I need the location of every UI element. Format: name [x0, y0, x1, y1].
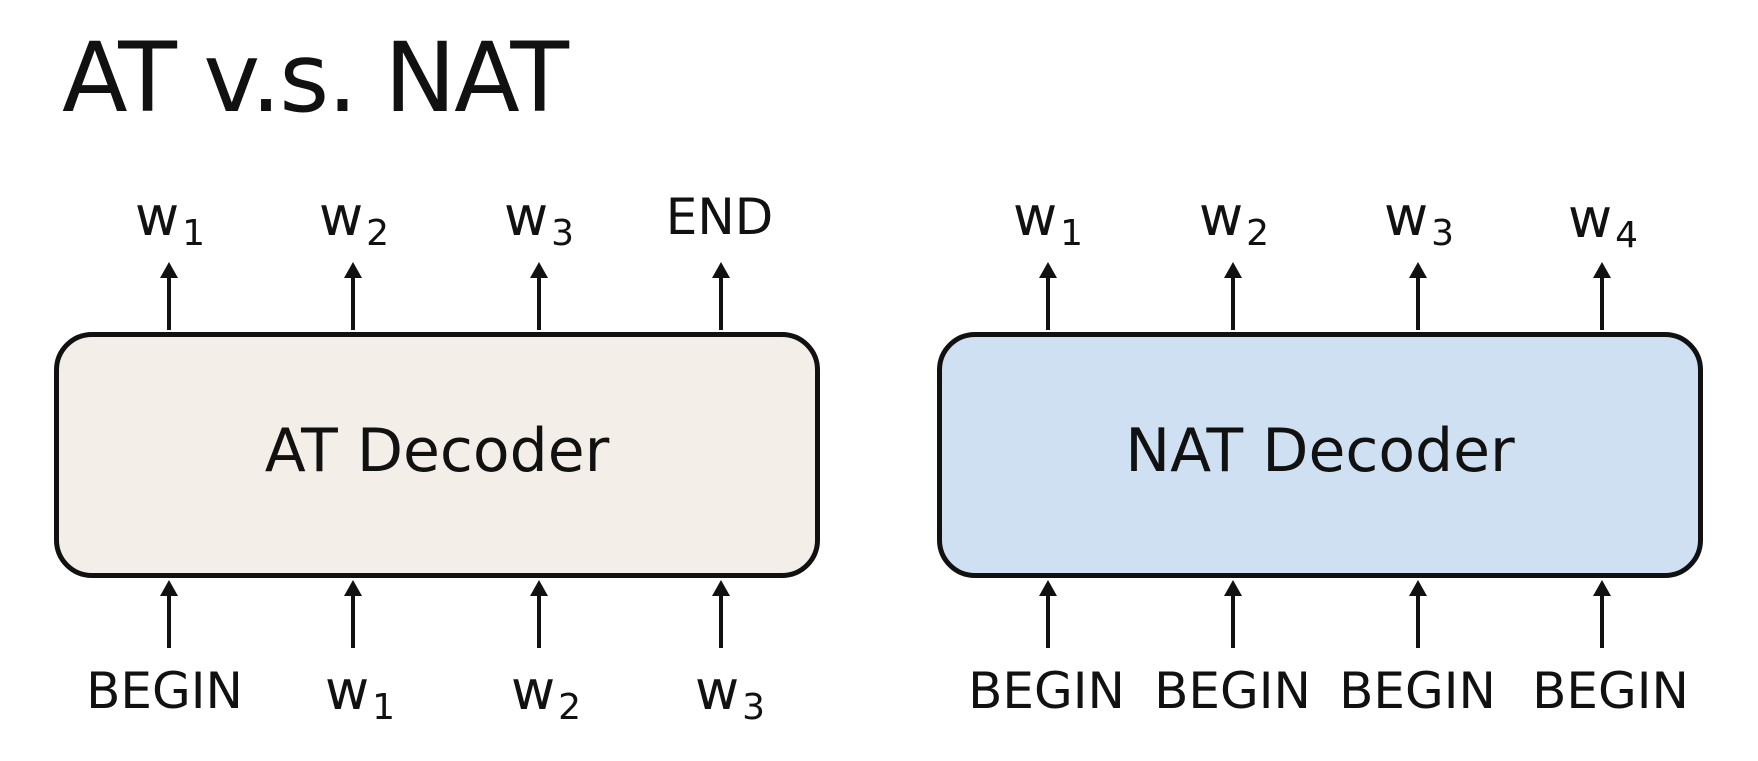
up-arrow-icon: [1039, 262, 1057, 330]
nat-input-token-2: BEGIN: [1124, 666, 1344, 716]
up-arrow-icon: [1224, 580, 1242, 648]
nat-output-token-1-sub: 1: [1060, 213, 1084, 254]
up-arrow-icon: [712, 262, 730, 330]
at-decoder-label: AT Decoder: [264, 416, 610, 486]
at-input-token-2-base: w: [324, 659, 370, 722]
up-arrow-icon: [530, 262, 548, 330]
nat-output-token-2: w2: [1124, 190, 1344, 252]
slide-title: AT v.s. NAT: [62, 22, 569, 134]
at-input-token-3: w2: [436, 664, 656, 726]
up-arrow-icon: [160, 580, 178, 648]
nat-input-token-4: BEGIN: [1502, 666, 1722, 716]
at-input-token-4: w3: [620, 664, 840, 726]
at-output-token-2-base: w: [318, 185, 364, 248]
up-arrow-icon: [712, 580, 730, 648]
at-output-token-3-sub: 3: [551, 213, 575, 254]
up-arrow-icon: [344, 580, 362, 648]
up-arrow-icon: [1593, 580, 1611, 648]
at-input-token-2: w1: [250, 664, 470, 726]
nat-output-token-4: w4: [1493, 192, 1713, 254]
nat-decoder-label: NAT Decoder: [1125, 416, 1515, 486]
at-output-token-1-base: w: [134, 185, 180, 248]
at-output-token-1: w1: [60, 190, 280, 252]
nat-output-token-1-base: w: [1012, 185, 1058, 248]
nat-output-token-3: w3: [1309, 190, 1529, 252]
at-input-token-1: BEGIN: [56, 666, 276, 716]
nat-output-token-2-sub: 2: [1246, 213, 1270, 254]
nat-output-token-1: w1: [938, 190, 1158, 252]
up-arrow-icon: [1593, 262, 1611, 330]
at-input-token-4-sub: 3: [742, 687, 766, 728]
up-arrow-icon: [530, 580, 548, 648]
nat-input-token-3: BEGIN: [1309, 666, 1529, 716]
nat-input-token-3-base: BEGIN: [1339, 662, 1496, 720]
at-output-token-4: END: [611, 192, 831, 242]
up-arrow-icon: [344, 262, 362, 330]
at-input-token-3-sub: 2: [558, 687, 582, 728]
nat-input-token-2-base: BEGIN: [1154, 662, 1311, 720]
at-input-token-4-base: w: [694, 659, 740, 722]
nat-output-token-2-base: w: [1198, 185, 1244, 248]
at-output-token-3-base: w: [503, 185, 549, 248]
up-arrow-icon: [1224, 262, 1242, 330]
nat-decoder-box: NAT Decoder: [937, 332, 1703, 578]
nat-output-token-4-sub: 4: [1615, 215, 1639, 256]
up-arrow-icon: [160, 262, 178, 330]
at-output-token-1-sub: 1: [182, 213, 206, 254]
at-input-token-2-sub: 1: [372, 687, 396, 728]
at-output-token-4-base: END: [665, 188, 774, 246]
up-arrow-icon: [1039, 580, 1057, 648]
nat-input-token-4-base: BEGIN: [1532, 662, 1689, 720]
nat-output-token-4-base: w: [1567, 187, 1613, 250]
at-decoder-box: AT Decoder: [54, 332, 820, 578]
nat-output-token-3-base: w: [1383, 185, 1429, 248]
nat-input-token-1: BEGIN: [938, 666, 1158, 716]
up-arrow-icon: [1409, 580, 1427, 648]
at-output-token-3: w3: [429, 190, 649, 252]
at-output-token-2: w2: [244, 190, 464, 252]
at-output-token-2-sub: 2: [366, 213, 390, 254]
at-input-token-3-base: w: [510, 659, 556, 722]
nat-input-token-1-base: BEGIN: [968, 662, 1125, 720]
nat-output-token-3-sub: 3: [1431, 213, 1455, 254]
at-input-token-1-base: BEGIN: [86, 662, 243, 720]
up-arrow-icon: [1409, 262, 1427, 330]
